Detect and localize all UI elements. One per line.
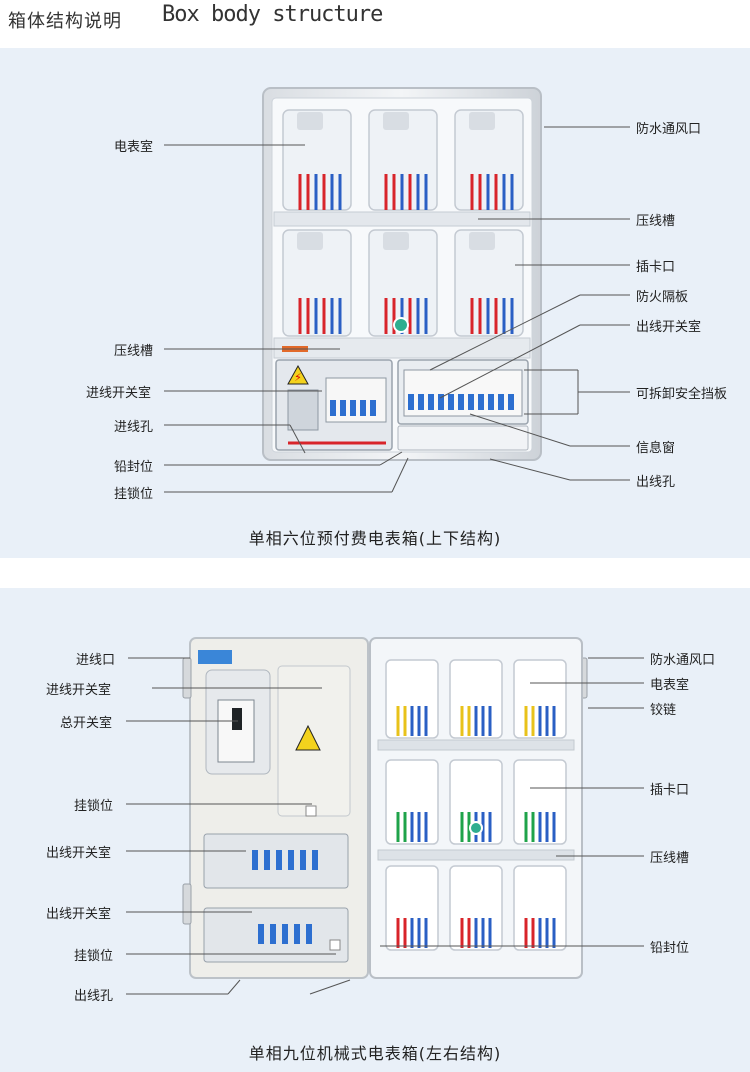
- header: 箱体结构说明 Box body structure: [0, 0, 750, 48]
- hazard-warning-icon-2: [295, 724, 321, 751]
- f2-label-outlet-switch-room-1: 出线开关室: [46, 846, 112, 861]
- f2-caption: 单相九位机械式电表箱(左右结构): [248, 1044, 502, 1063]
- f1-caption: 单相六位预付费电表箱(上下结构): [248, 529, 502, 548]
- wire-trough-lower: [273, 337, 531, 359]
- figure2-illustration: [126, 637, 644, 995]
- f1-label-safety-baffle: 可拆卸安全挡板: [636, 387, 728, 402]
- f2-label-main-switch-room: 总开关室: [60, 716, 113, 731]
- figure1-panel: ⚡: [0, 48, 750, 558]
- wire-trough-2: [377, 849, 575, 861]
- f2-label-wire-trough: 压线槽: [650, 851, 690, 866]
- qr-seal-icon: [393, 317, 409, 333]
- meter-compartments-2: [385, 659, 567, 951]
- figure2-panel: 进线口 进线开关室 总开关室 挂锁位 出线开关室 出线开关室 挂锁位 出线孔 防…: [0, 588, 750, 1072]
- hazard-warning-icon: [287, 364, 309, 385]
- f2-label-meter-room: 电表室: [650, 678, 690, 693]
- breakers-outlet: [403, 369, 523, 417]
- title-cn: 箱体结构说明: [8, 11, 122, 32]
- figure1-illustration: ⚡: [164, 87, 630, 493]
- padlock-hasp-2: [329, 939, 341, 951]
- f2-label-padlock-2: 挂锁位: [74, 949, 114, 964]
- f1-label-wire-trough: 压线槽: [114, 344, 154, 359]
- f2-label-padlock-1: 挂锁位: [74, 799, 114, 814]
- panel-gap: [0, 558, 750, 588]
- f1-label-card-slot: 插卡口: [636, 260, 676, 275]
- f1-label-vent: 防水通风口: [636, 122, 702, 137]
- f1-label-wire-trough-r: 压线槽: [636, 214, 676, 229]
- leaders-right-2: [380, 657, 644, 947]
- leaders-right-1: [429, 126, 630, 481]
- f1-label-padlock-position: 挂锁位: [114, 487, 154, 502]
- brand-badge: [198, 650, 232, 664]
- f1-label-outlet-switch-room: 出线开关室: [636, 320, 702, 335]
- f1-label-outlet-hole: 出线孔: [636, 475, 676, 490]
- wire-bundles-2: [396, 706, 556, 948]
- wire-bundles-1: [298, 174, 514, 334]
- qr-seal-icon-2: [469, 821, 483, 835]
- f2-label-hinge: 铰链: [650, 703, 677, 718]
- f1-label-meter-room: 电表室: [114, 140, 154, 155]
- f1-label-inlet-switch-room: 进线开关室: [86, 386, 152, 401]
- title-en: Box body structure: [162, 2, 383, 27]
- f1-label-seal-position: 铅封位: [114, 460, 154, 475]
- f2-label-inlet-switch-room: 进线开关室: [46, 683, 112, 698]
- f1-label-info-window: 信息窗: [636, 441, 676, 456]
- f2-label-vent: 防水通风口: [650, 653, 716, 668]
- f2-label-outlet-switch-room-2: 出线开关室: [46, 907, 112, 922]
- f1-label-inlet-hole: 进线孔: [114, 420, 154, 435]
- f2-label-card-slot: 插卡口: [650, 783, 690, 798]
- info-window: [397, 425, 529, 451]
- f2-label-seal-position: 铅封位: [650, 941, 690, 956]
- f2-label-inlet: 进线口: [76, 653, 116, 668]
- f2-label-outlet-hole: 出线孔: [74, 989, 114, 1004]
- f1-label-fire-partition: 防火隔板: [636, 290, 689, 305]
- leaders-left-2: [126, 657, 351, 995]
- leaders-left-1: [164, 144, 409, 493]
- breakers-inlet: [287, 377, 387, 445]
- padlock-hasp-1: [305, 805, 317, 817]
- svg-text:⚡: ⚡: [294, 371, 302, 384]
